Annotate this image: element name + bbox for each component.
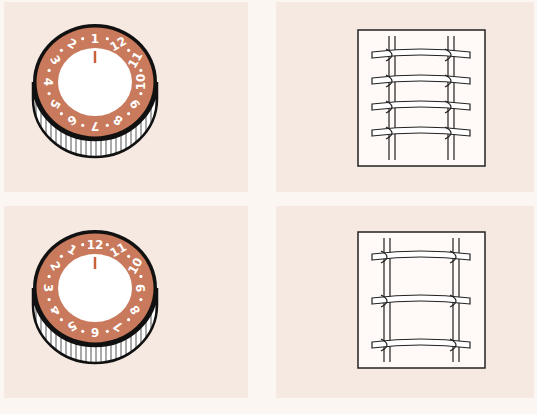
dial-number: 9 — [135, 284, 147, 292]
panel — [276, 206, 534, 398]
panel — [276, 2, 534, 192]
dial-knob — [33, 230, 157, 363]
panel — [4, 206, 248, 398]
dial-number: 3 — [42, 284, 54, 292]
dial-number: 6 — [91, 326, 99, 338]
dial-number: 7 — [91, 120, 99, 132]
dial-number: 12 — [87, 239, 104, 251]
dial-number: 10 — [135, 74, 147, 91]
stitch-dense — [358, 30, 485, 166]
dial-knob — [33, 24, 157, 157]
dial-number: 1 — [91, 33, 99, 45]
dial-number: 4 — [42, 78, 54, 86]
stitch-sparse — [358, 232, 485, 368]
panel — [4, 2, 248, 192]
